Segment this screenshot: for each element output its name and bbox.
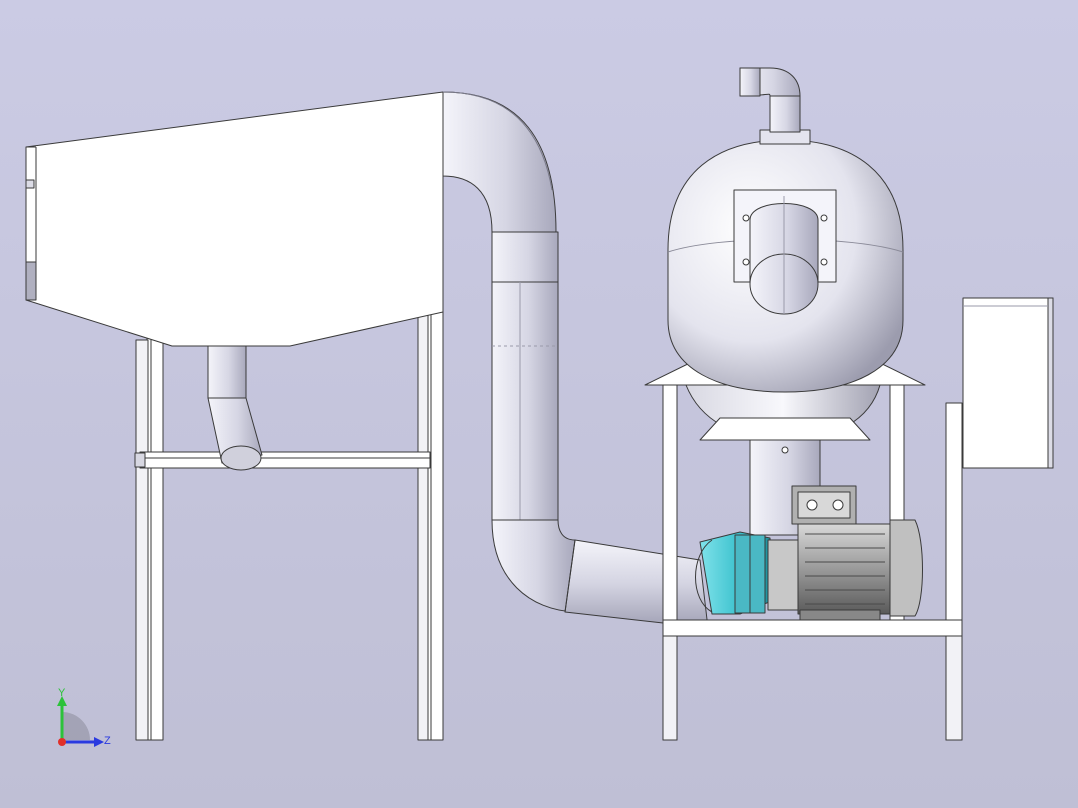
- cyclone-separator[interactable]: [644, 139, 926, 536]
- axis-triad: Y Z: [57, 687, 111, 747]
- control-box[interactable]: [962, 297, 1054, 469]
- hopper-stand[interactable]: [134, 177, 444, 741]
- hopper-outlet-pipe[interactable]: [207, 345, 263, 471]
- z-axis-label: Z: [104, 735, 111, 747]
- cyclone-vent-pipe[interactable]: [739, 67, 811, 145]
- y-axis-label: Y: [58, 687, 66, 699]
- electric-motor[interactable]: [767, 485, 923, 621]
- pump-casing[interactable]: [695, 531, 775, 615]
